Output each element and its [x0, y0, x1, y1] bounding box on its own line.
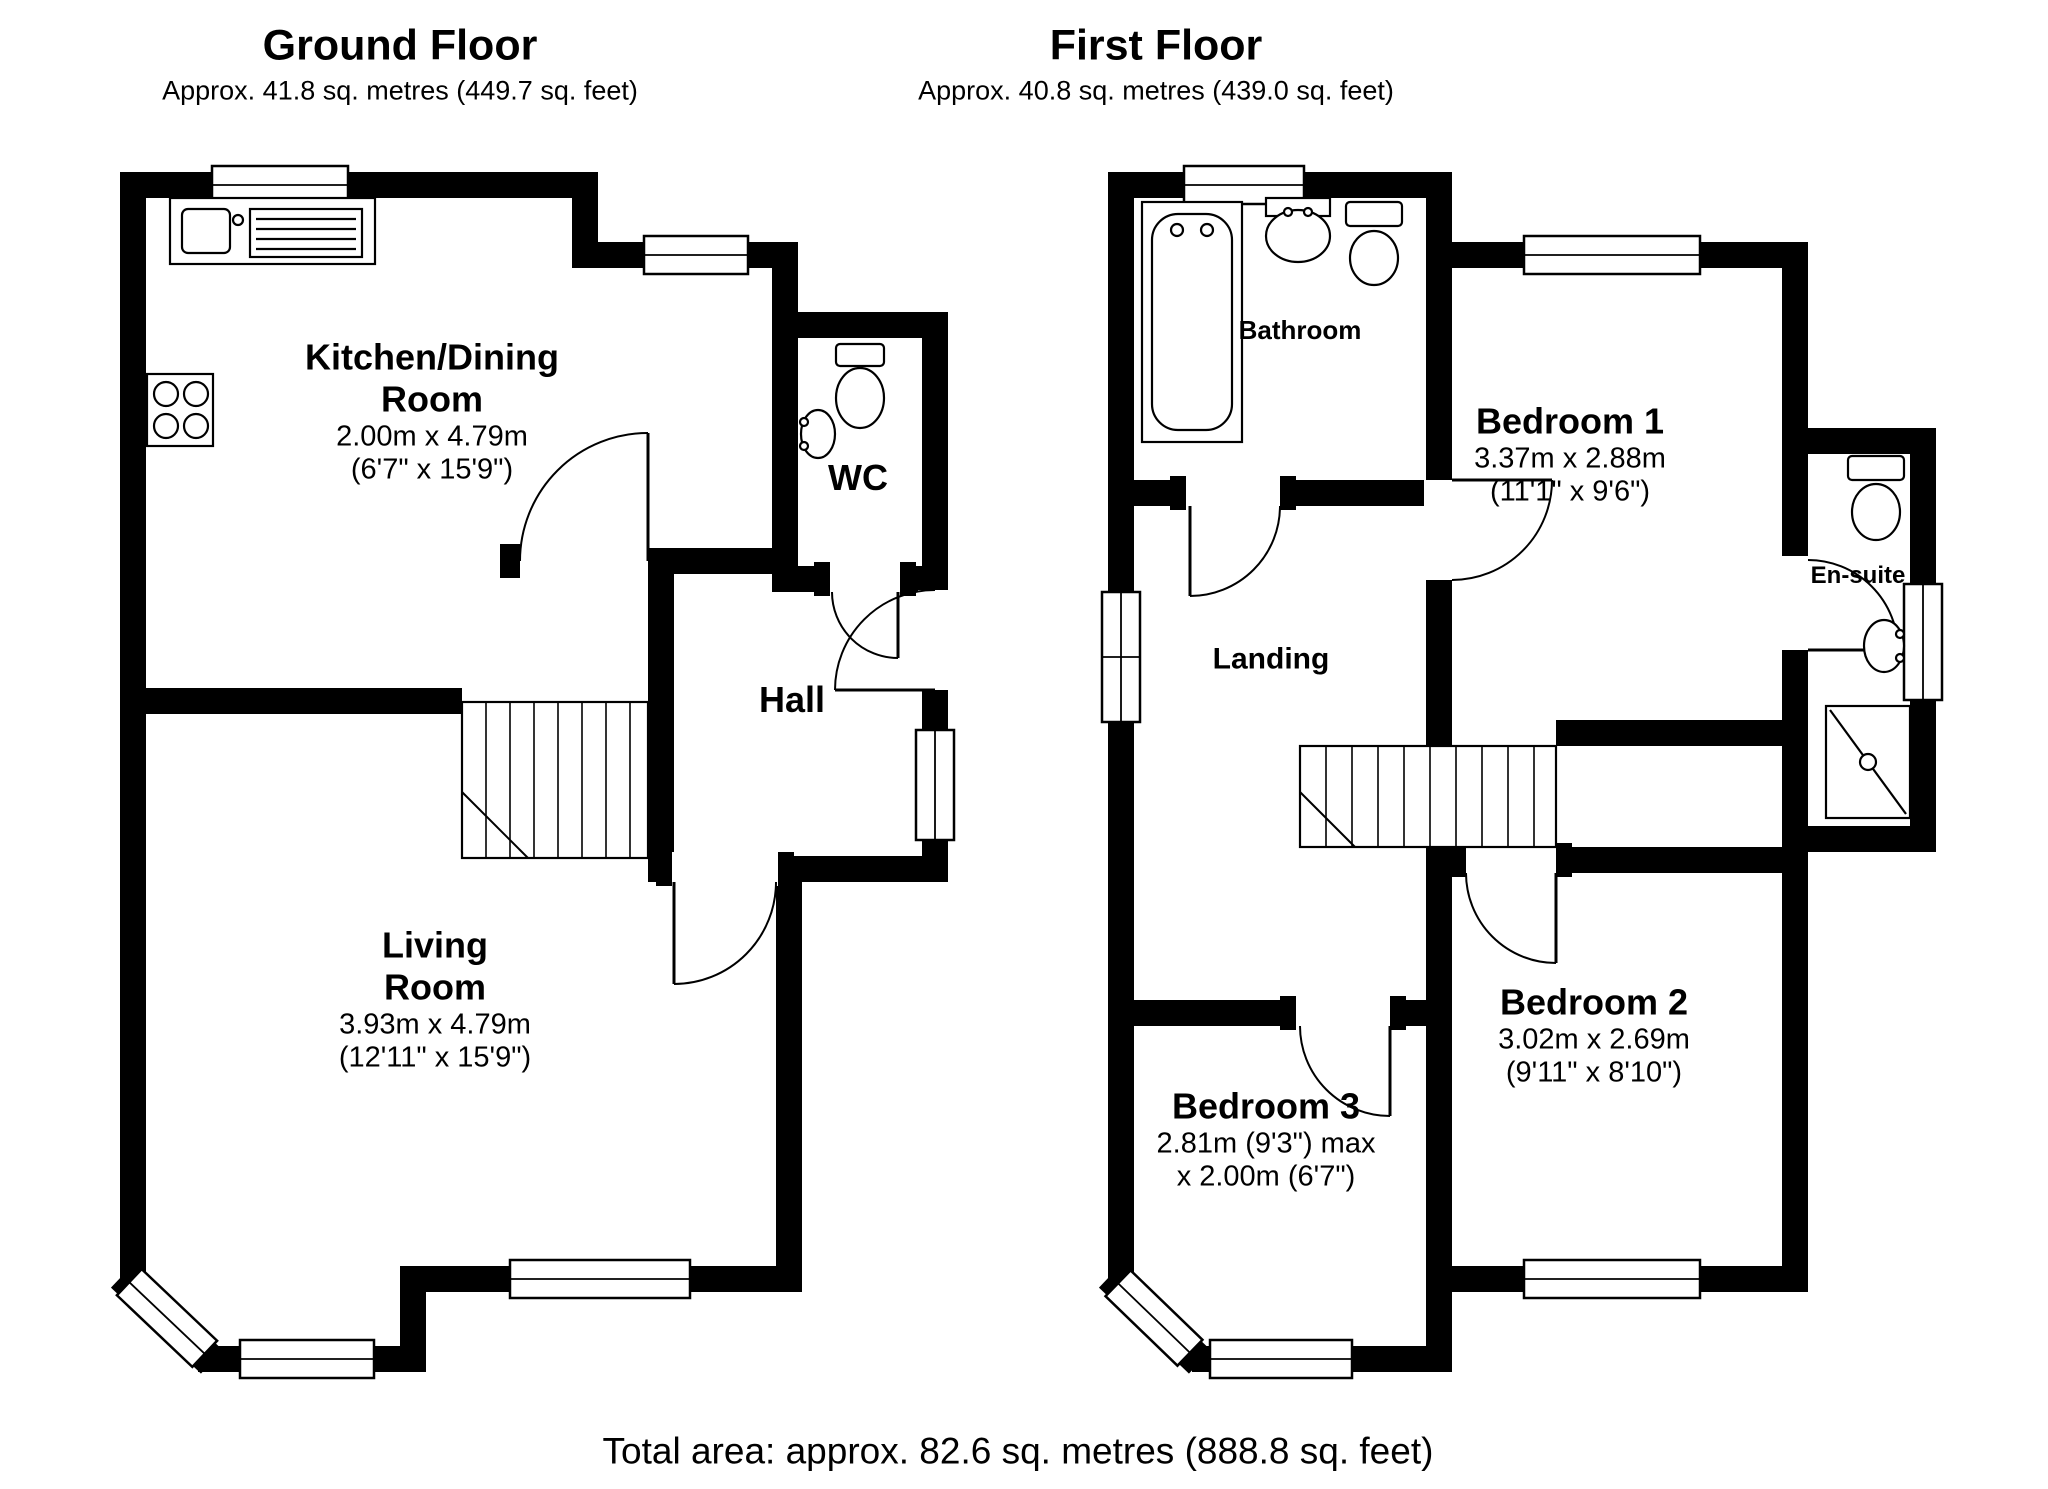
bathroom-sink-icon — [1264, 196, 1332, 264]
room-name: Living Room — [382, 924, 488, 1008]
first-floor-area: Approx. 40.8 sq. metres (439.0 sq. feet) — [918, 75, 1394, 106]
room-name: Bedroom 2 — [1499, 981, 1689, 1023]
bathroom-toilet-icon — [1344, 200, 1404, 287]
ensuite-toilet-icon — [1846, 454, 1906, 542]
wc-toilet-icon — [834, 342, 886, 430]
room-dims-metric: 2.00m x 4.79m — [336, 420, 528, 453]
kitchen-dining-label: Kitchen/Dining Room 2.00m x 4.79m (6'7" … — [277, 337, 587, 488]
first-door-jambs — [1170, 476, 1572, 1030]
room-dims-metric: 3.37m x 2.88m — [1474, 442, 1666, 475]
room-dims-imperial: (6'7" x 15'9") — [350, 453, 514, 486]
bath-icon — [1140, 200, 1244, 444]
room-name: Kitchen/Dining Room — [305, 336, 559, 420]
room-dims-imperial: (9'11" x 8'10") — [1505, 1056, 1683, 1089]
ground-floor-plan — [110, 164, 956, 1380]
ground-floor-header: Ground Floor Approx. 41.8 sq. metres (44… — [162, 21, 638, 106]
room-dims-imperial: (11'1" x 9'6") — [1489, 475, 1651, 508]
living-room-label: Living Room 3.93m x 4.79m (12'11" x 15'9… — [339, 925, 531, 1076]
room-name: Bedroom 1 — [1475, 400, 1665, 442]
room-dims-line-2: x 2.00m (6'7") — [1176, 1160, 1356, 1193]
first-door-openings — [1186, 476, 1812, 1030]
bedroom-2-label: Bedroom 2 3.02m x 2.69m (9'11" x 8'10") — [1498, 982, 1690, 1091]
total-area: Total area: approx. 82.6 sq. metres (888… — [603, 1431, 1434, 1474]
hob-icon — [145, 372, 215, 448]
first-floor-title: First Floor — [1049, 21, 1263, 70]
room-name: Hall — [758, 679, 826, 721]
first-floor-header: First Floor Approx. 40.8 sq. metres (439… — [918, 21, 1394, 106]
landing-label: Landing — [1213, 643, 1330, 678]
wc-basin-icon — [798, 408, 837, 460]
shower-icon — [1824, 704, 1912, 820]
ground-windows — [115, 164, 956, 1380]
room-name: Bathroom — [1238, 314, 1362, 345]
room-name: Landing — [1212, 642, 1330, 676]
kitchen-sink-icon — [168, 196, 377, 266]
first-floor-plan — [1098, 164, 1944, 1380]
bay-window — [115, 1267, 219, 1369]
room-dims-imperial: (12'11" x 15'9") — [338, 1041, 532, 1074]
ground-floor-area: Approx. 41.8 sq. metres (449.7 sq. feet) — [162, 75, 638, 106]
first-stairs — [1298, 744, 1558, 849]
ground-door-openings — [672, 562, 952, 886]
total-area-text: Total area: approx. 82.6 sq. metres (888… — [602, 1430, 1434, 1472]
room-name: Bedroom 3 — [1171, 1085, 1361, 1127]
room-dims-metric: 3.02m x 2.69m — [1498, 1023, 1690, 1056]
first-windows — [1100, 164, 1944, 1380]
room-dims-metric: 3.93m x 4.79m — [339, 1008, 531, 1041]
bedroom-3-label: Bedroom 3 2.81m (9'3") max x 2.00m (6'7"… — [1157, 1086, 1376, 1195]
bay-window — [1103, 1268, 1205, 1368]
hall-label: Hall — [759, 679, 825, 721]
wc-label: WC — [828, 457, 888, 499]
room-name: WC — [828, 457, 888, 499]
ground-door-jambs — [500, 544, 916, 886]
ground-stairs — [460, 700, 650, 860]
bathroom-label: Bathroom — [1239, 315, 1362, 345]
bedroom-1-label: Bedroom 1 3.37m x 2.88m (11'1" x 9'6") — [1474, 401, 1666, 510]
ensuite-basin-icon — [1862, 618, 1906, 674]
ground-doors — [519, 432, 936, 985]
room-dims-line-1: 2.81m (9'3") max — [1156, 1127, 1376, 1160]
ground-floor-title: Ground Floor — [262, 21, 538, 70]
en-suite-label: En-suite — [1811, 562, 1906, 590]
room-name: En-suite — [1810, 562, 1906, 590]
